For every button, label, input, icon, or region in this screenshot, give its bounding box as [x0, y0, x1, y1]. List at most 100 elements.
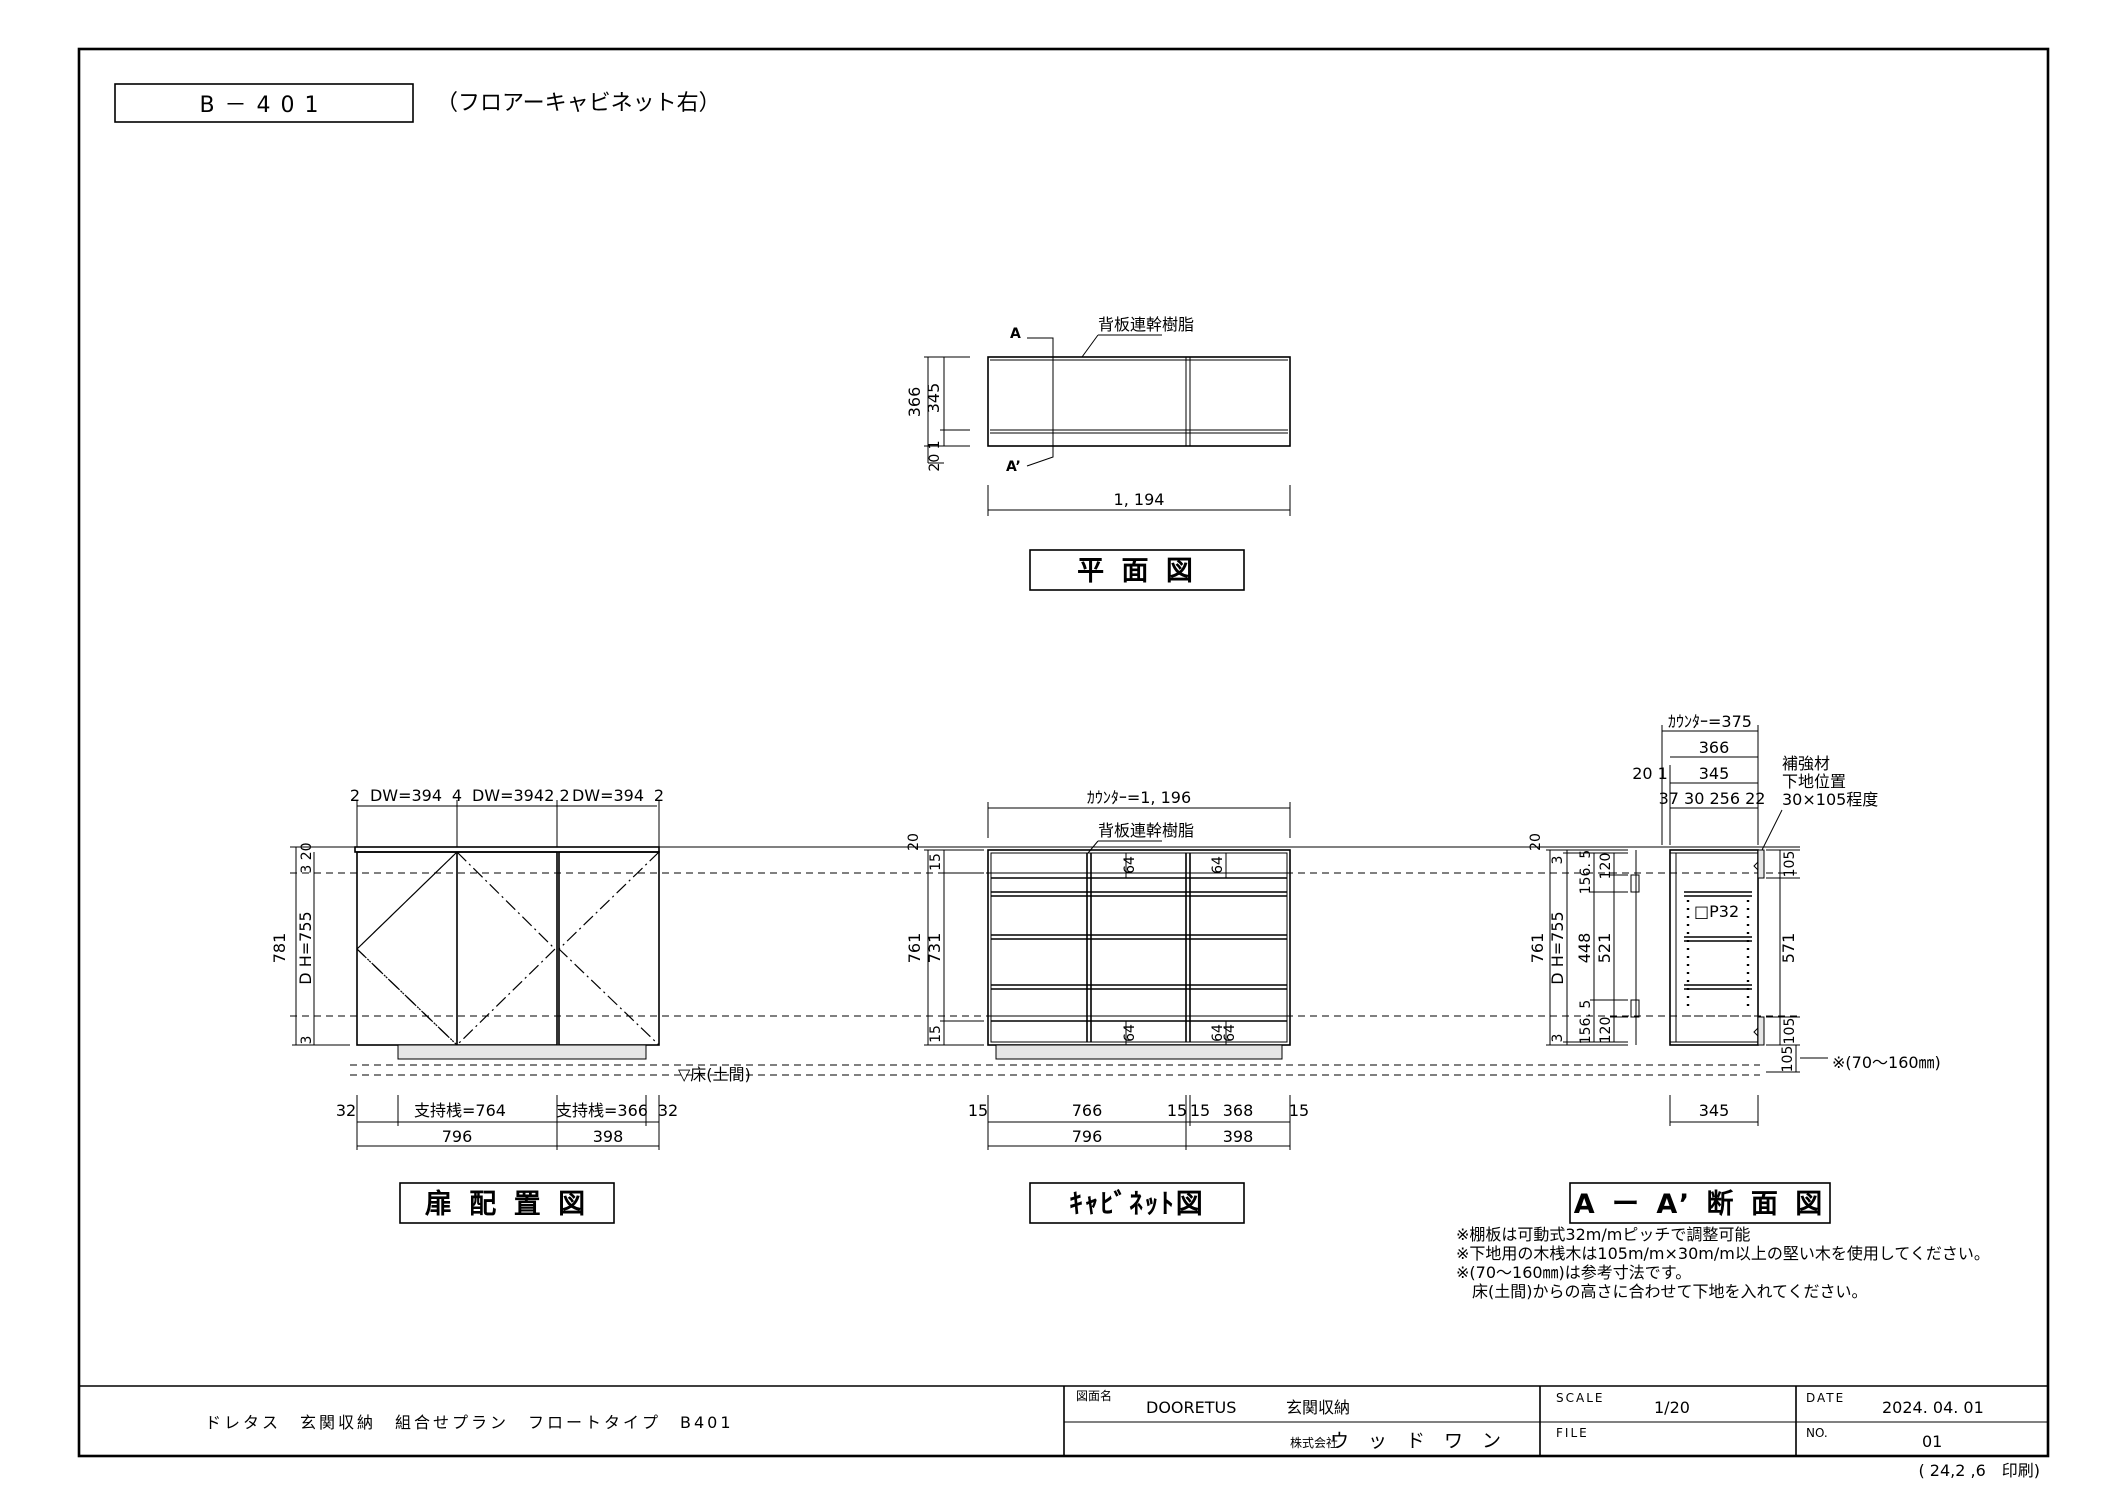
pitch-label: □P32 — [1694, 902, 1739, 921]
cabinet-bottom-dim-5: 368 — [1223, 1101, 1254, 1120]
cabinet-title-box — [1029, 1182, 1245, 1224]
edge-right: 32 — [658, 1101, 678, 1120]
company-name: ウ ッ ド ワ ン — [1330, 1430, 1501, 1452]
cabinet-height-total: 761 — [905, 933, 924, 964]
notes-block: ※棚板は可動式32m/mピッチで調整可能 ※下地用の木桟木は105m/m×30m… — [1456, 1225, 1990, 1301]
scale-label: SCALE — [1556, 1391, 1604, 1405]
drawing-name-label: 図面名 — [1076, 1388, 1112, 1403]
cabinet-plinth — [995, 1044, 1283, 1060]
section-middle: 448 — [1575, 933, 1594, 964]
section-lower-gap: 156. 5 — [1578, 1000, 1594, 1045]
door-height: D H=755 — [296, 911, 315, 984]
plan-depth-total: 366 — [905, 387, 924, 418]
plan-view: A A’ 背板連幹樹脂 366 345 20 1 1, 194 平 面 図 — [905, 315, 1291, 591]
floor-label: ▽床(土間) — [678, 1065, 751, 1084]
cabinet-back-panel-note: 背板連幹樹脂 — [1098, 821, 1194, 840]
section-bottom-depth: 345 — [1699, 1101, 1730, 1120]
plan-back-panel-note: 背板連幹樹脂 — [1098, 315, 1194, 334]
door-top-dim-6: DW=394 — [572, 786, 644, 805]
reinforcement-note-2: 下地位置 — [1782, 772, 1846, 791]
section-depth-total: 366 — [1699, 738, 1730, 757]
section-height-total: 761 — [1528, 933, 1547, 964]
cabinet-top-dim: 15 — [928, 853, 944, 871]
cabinet-width-right: 398 — [1223, 1127, 1254, 1146]
title-block: ドレタス 玄関収納 組合せプラン フロートタイプ B401 図面名 DOORET… — [79, 1385, 2048, 1456]
cabinet-mark-bottom-3: 64 — [1222, 1024, 1238, 1042]
door-top-dim-4: DW=394 — [472, 786, 544, 805]
number-value: 01 — [1922, 1432, 1942, 1451]
cabinet-bottom-dim-3: 15 — [1167, 1101, 1187, 1120]
support-left: 支持桟=764 — [414, 1101, 506, 1120]
section-middle-inner: 521 — [1595, 933, 1614, 964]
door-base-plinth — [397, 1044, 647, 1060]
door-width-right: 398 — [593, 1127, 624, 1146]
note-line-4: 床(土間)からの高さに合わせて下地を入れてください。 — [1456, 1282, 1868, 1301]
drawing-subtitle: （フロアーキャビネット右） — [436, 91, 721, 116]
cabinet-bottom-dim-1: 15 — [968, 1101, 988, 1120]
section-right-bottom: 105 — [1782, 1018, 1798, 1045]
section-view: □P32 ｶｳﾝﾀｰ=375 366 20 1 345 37 30 256 22… — [1528, 712, 1941, 1224]
note-line-3: ※(70～160㎜)は参考寸法です。 — [1456, 1263, 1691, 1282]
door-top-dim-5: 2 2 — [544, 786, 569, 805]
support-right: 支持桟=366 — [556, 1101, 648, 1120]
door-layout-view: 2 DW=394 4 DW=394 2 2 DW=394 2 781 D H=7… — [270, 786, 751, 1224]
section-counter-depth: ｶｳﾝﾀｰ=375 — [1668, 712, 1752, 731]
cabinet-mark-bottom-2: 64 — [1210, 1024, 1226, 1042]
edge-left: 32 — [336, 1101, 356, 1120]
section-floor-note: ※(70～160㎜) — [1832, 1053, 1941, 1072]
cabinet-mark-top-2: 64 — [1210, 856, 1226, 874]
door-layout-title: 扉 配 置 図 — [425, 1189, 589, 1220]
plan-title: 平 面 図 — [1077, 556, 1197, 587]
cabinet-bottom-dim-4: 15 — [1190, 1101, 1210, 1120]
section-mark-a: A — [1010, 326, 1021, 342]
door-top-dim-3: 4 — [452, 786, 462, 805]
cabinet-bottom-dim-6: 15 — [1289, 1101, 1309, 1120]
reinforcement-note-3: 30×105程度 — [1782, 790, 1878, 809]
section-upper-inner: 120 — [1598, 853, 1614, 880]
section-depth-inner: 345 — [1699, 764, 1730, 783]
note-line-2: ※下地用の木桟木は105m/m×30m/m以上の堅い木を使用してください。 — [1456, 1244, 1990, 1263]
plan-title-box — [1029, 549, 1245, 591]
door-top-gap: 3 20 — [299, 842, 315, 873]
cabinet-height-inner: 731 — [925, 933, 944, 964]
project-title: ドレタス 玄関収納 組合せプラン フロートタイプ B401 — [205, 1413, 734, 1432]
section-depth-offset: 20 1 — [1632, 764, 1668, 783]
scale-value: 1/20 — [1654, 1398, 1690, 1417]
section-upper-gap: 156. 5 — [1578, 850, 1594, 895]
section-right-top: 105 — [1782, 851, 1798, 878]
cabinet-view: 64 64 64 64 64 背板連幹樹脂 ｶｳﾝﾀｰ=1, 196 20 15… — [905, 788, 1309, 1224]
date-label: DATE — [1806, 1391, 1845, 1405]
section-top-dim: 3 — [1550, 856, 1566, 865]
brand-name: DOORETUS — [1146, 1398, 1236, 1417]
plan-depth-front: 20 1 — [927, 440, 943, 471]
cabinet-mark-bottom-1: 64 — [1122, 1024, 1138, 1042]
drawing-number-box — [114, 83, 414, 123]
plan-depth-inner: 345 — [924, 383, 943, 414]
door-top-dim-2: DW=394 — [370, 786, 442, 805]
cabinet-width-left: 796 — [1072, 1127, 1103, 1146]
reinforcement-note-1: 補強材 — [1782, 754, 1830, 773]
section-door-height: D H=755 — [1548, 911, 1567, 984]
cabinet-mark-top-1: 64 — [1122, 856, 1138, 874]
door-width-left: 796 — [442, 1127, 473, 1146]
note-line-1: ※棚板は可動式32m/mピッチで調整可能 — [1456, 1225, 1750, 1244]
drawing-number: B－401 — [199, 93, 328, 118]
cabinet-top-offset: 20 — [906, 833, 922, 851]
door-bottom-gap: 3 — [299, 1036, 315, 1045]
plan-width: 1, 194 — [1114, 490, 1165, 509]
file-label: FILE — [1556, 1426, 1589, 1440]
cabinet-bottom-dim-2: 766 — [1072, 1101, 1103, 1120]
plan-outline — [987, 356, 1291, 447]
cabinet-counter-width: ｶｳﾝﾀｰ=1, 196 — [1087, 788, 1191, 807]
section-floor-gap: 105 — [1780, 1046, 1796, 1073]
company-prefix: 株式会社 — [1290, 1435, 1338, 1450]
cabinet-bottom-dim: 15 — [928, 1025, 944, 1043]
section-lower-inner: 120 — [1598, 1017, 1614, 1044]
section-bottom-dim: 3 — [1550, 1034, 1566, 1043]
number-label: NO. — [1806, 1426, 1828, 1440]
section-depth-parts: 37 30 256 22 — [1659, 789, 1766, 808]
section-mark-a-prime: A’ — [1006, 459, 1021, 475]
section-title: A ー A’ 断 面 図 — [1574, 1189, 1827, 1220]
door-height-total: 781 — [270, 933, 289, 964]
